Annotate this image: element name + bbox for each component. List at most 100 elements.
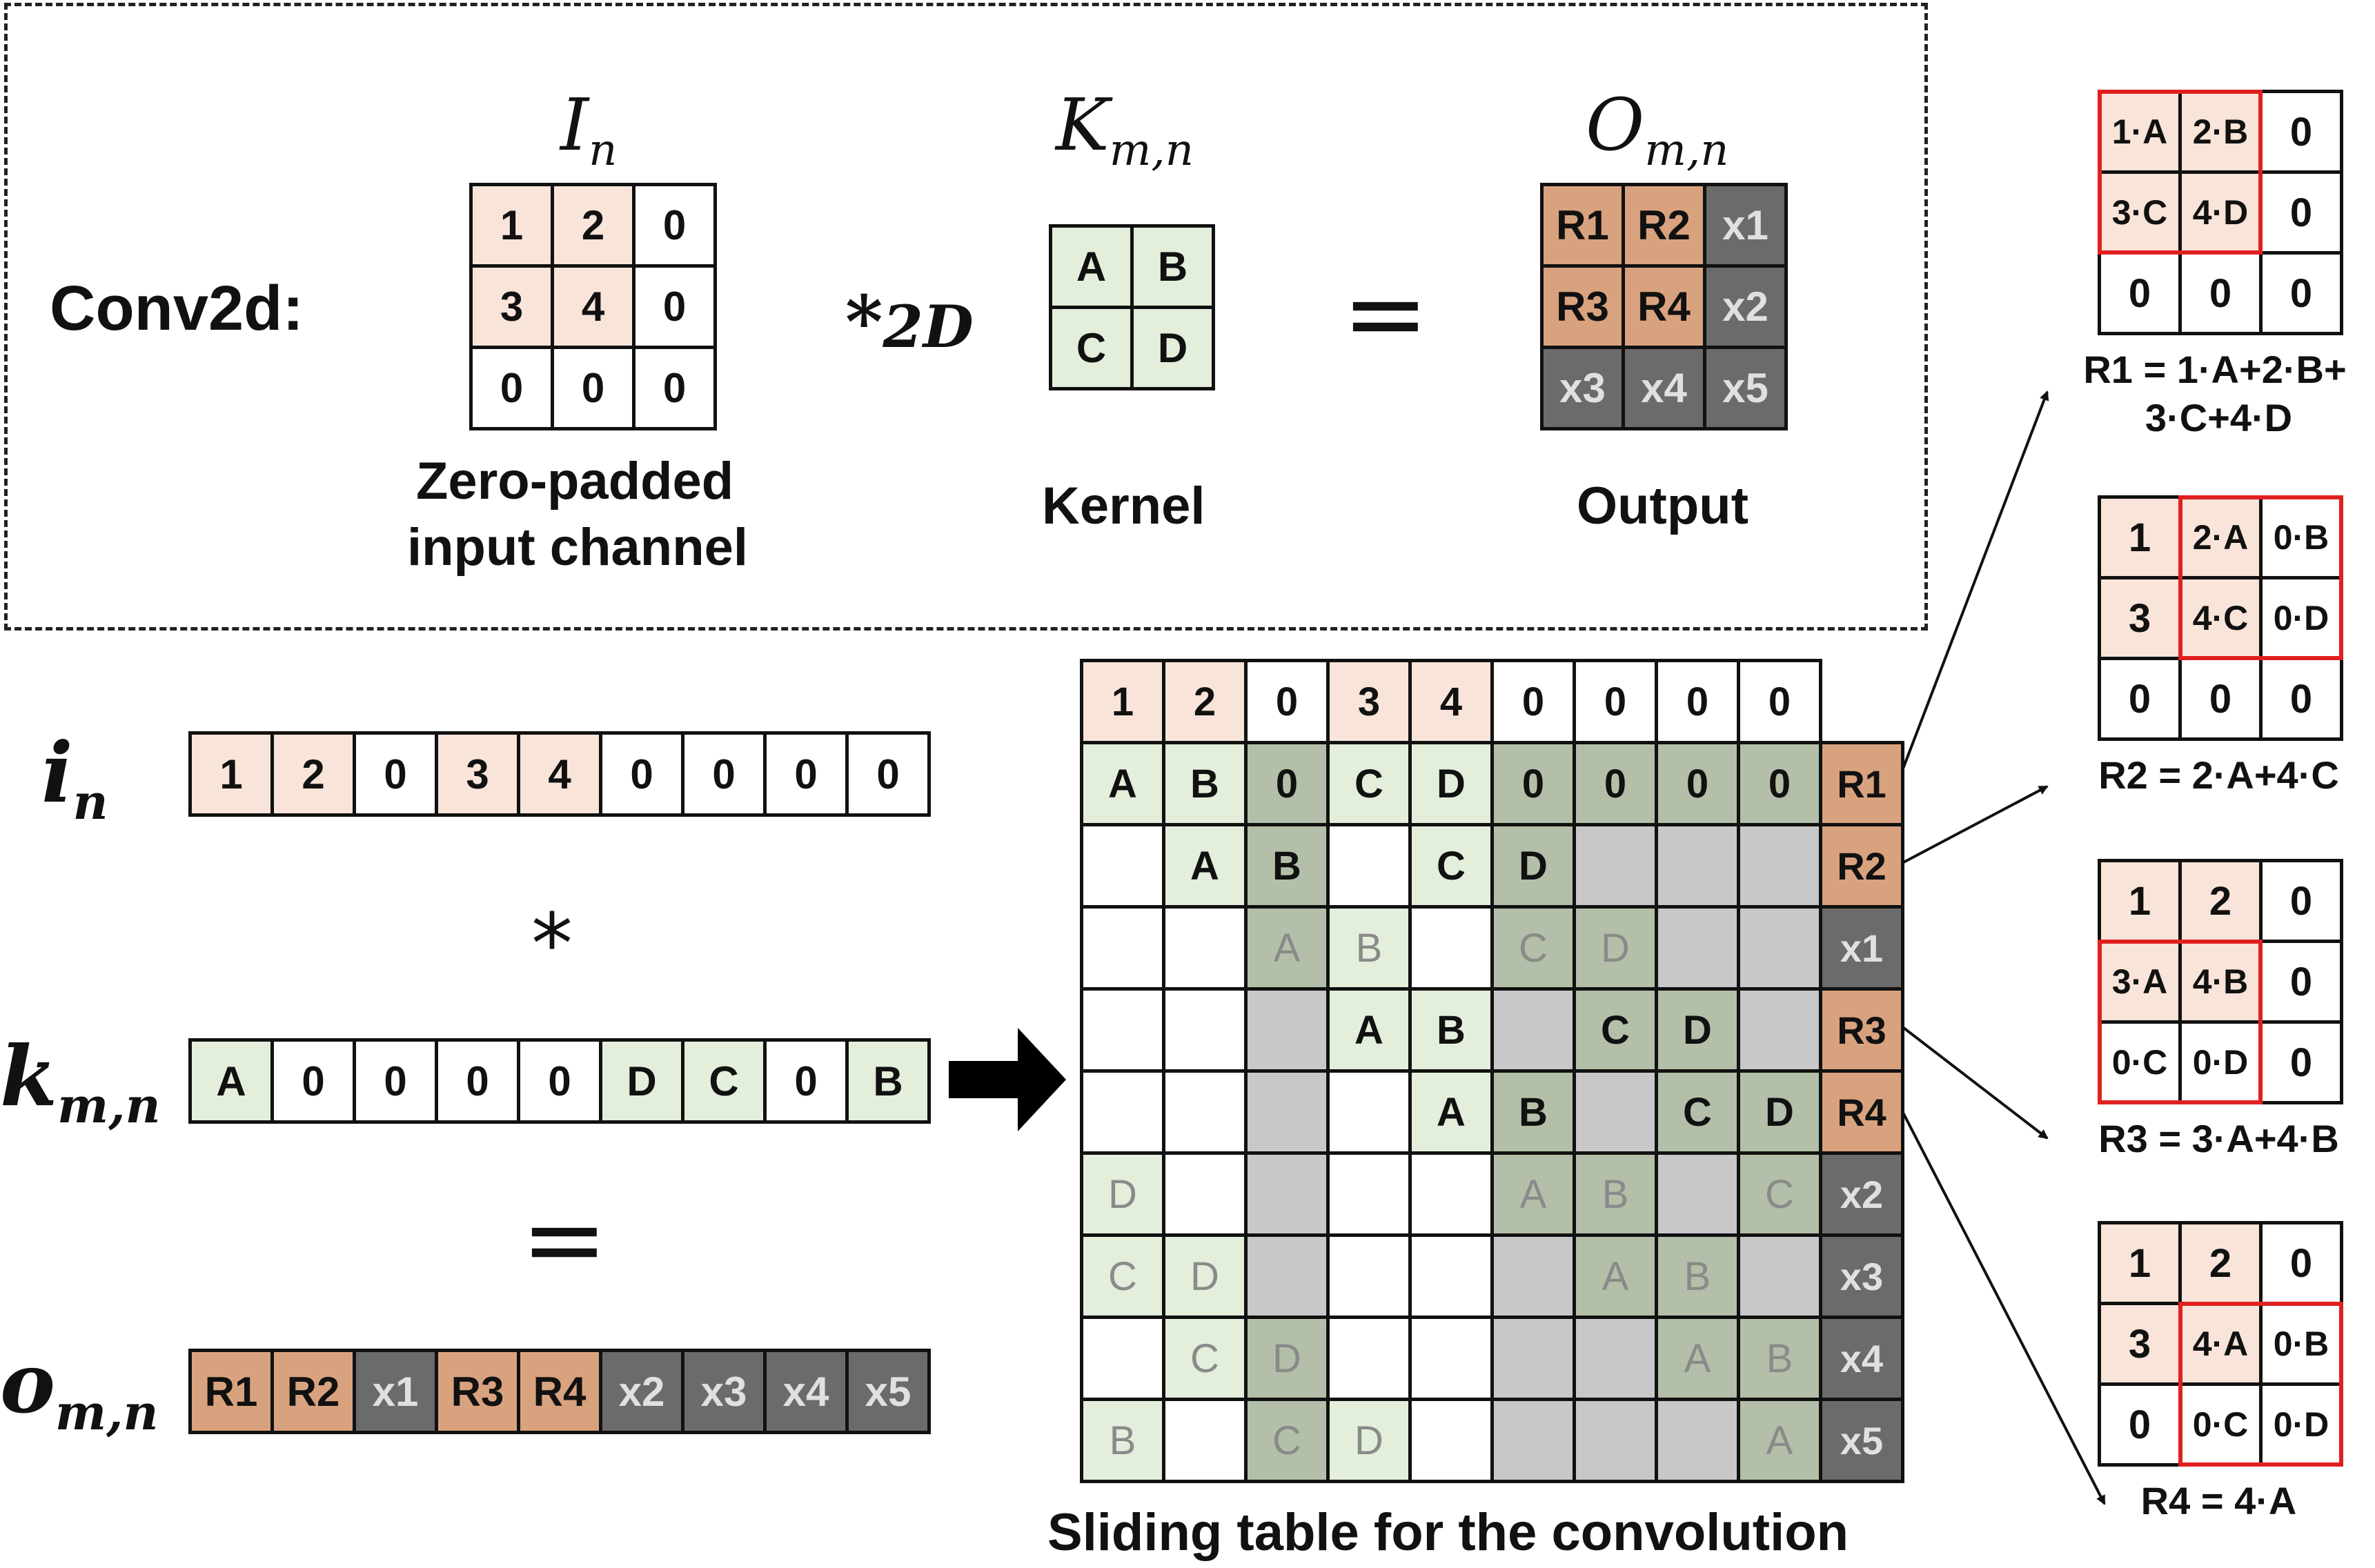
table-cell: D bbox=[1408, 741, 1494, 826]
table-cell bbox=[1080, 1316, 1165, 1401]
i-vector-cell: 0 bbox=[845, 731, 931, 817]
table-cell: C bbox=[1490, 905, 1576, 991]
table-cell: B bbox=[1490, 1069, 1576, 1155]
detail-matrix-cell: 2 bbox=[2178, 859, 2263, 943]
detail-matrix-cell: 0 bbox=[2098, 1382, 2182, 1467]
sliding-table-caption: Sliding table for the convolution bbox=[1047, 1503, 1849, 1562]
detail-matrix-cell: 0 bbox=[2259, 251, 2343, 335]
detail-matrix-cell: 0 bbox=[2259, 1020, 2343, 1104]
table-cell: 0 bbox=[1655, 741, 1740, 826]
table-cell: D bbox=[1737, 1069, 1822, 1155]
table-row-label: x4 bbox=[1819, 1316, 1904, 1401]
detail-matrix-cell: 0 bbox=[2259, 940, 2343, 1024]
table-cell bbox=[1408, 1233, 1494, 1319]
kernel-window-highlight bbox=[2098, 940, 2263, 1104]
arrow-r1 bbox=[1900, 390, 2049, 775]
table-row-label: x5 bbox=[1819, 1398, 1904, 1483]
table-cell bbox=[1490, 1233, 1576, 1319]
k-vector-cell: 0 bbox=[517, 1038, 602, 1124]
detail-matrix-cell: 0·D bbox=[2178, 1020, 2263, 1104]
table-cell: D bbox=[1244, 1316, 1330, 1401]
table-cell bbox=[1162, 1069, 1248, 1155]
o-vector-label: om,n bbox=[0, 1335, 159, 1441]
output-symbol: Om,n bbox=[1586, 83, 1729, 176]
k-vector-cell: C bbox=[681, 1038, 767, 1124]
table-cell bbox=[1326, 1151, 1412, 1237]
detail-matrix-cell: 0·D bbox=[2259, 1382, 2343, 1467]
table-header-cell: 3 bbox=[1326, 659, 1412, 744]
table-cell: D bbox=[1162, 1233, 1248, 1319]
table-cell bbox=[1573, 1069, 1658, 1155]
table-cell: D bbox=[1080, 1151, 1165, 1237]
detail-matrix-cell: 0 bbox=[2178, 251, 2263, 335]
table-cell bbox=[1080, 823, 1165, 909]
table-cell bbox=[1490, 987, 1576, 1073]
table-cell: 0 bbox=[1573, 741, 1658, 826]
table-cell bbox=[1244, 987, 1330, 1073]
conv2d-panel bbox=[4, 3, 1928, 631]
detail-matrix-cell: 0 bbox=[2259, 859, 2343, 943]
detail-matrix-cell: 0 bbox=[2259, 1221, 2343, 1305]
table-cell: A bbox=[1408, 1069, 1494, 1155]
detail-equation: 3·C+4·D bbox=[2145, 396, 2293, 439]
table-cell: B bbox=[1080, 1398, 1165, 1483]
table-cell bbox=[1737, 905, 1822, 991]
table-header-cell: 0 bbox=[1655, 659, 1740, 744]
i-vector-cell: 0 bbox=[353, 731, 438, 817]
input-matrix-cell: 2 bbox=[551, 183, 635, 268]
table-cell: B bbox=[1573, 1151, 1658, 1237]
table-header-cell: 1 bbox=[1080, 659, 1165, 744]
table-cell bbox=[1326, 823, 1412, 909]
table-cell bbox=[1080, 987, 1165, 1073]
table-cell: B bbox=[1162, 741, 1248, 826]
table-cell: 0 bbox=[1244, 741, 1330, 826]
k-vector-label: km,n bbox=[0, 1028, 161, 1134]
table-cell: A bbox=[1573, 1233, 1658, 1319]
table-cell bbox=[1655, 1398, 1740, 1483]
table-cell: B bbox=[1737, 1316, 1822, 1401]
input-matrix-cell: 0 bbox=[551, 346, 635, 430]
table-cell: C bbox=[1408, 823, 1494, 909]
detail-equation: R1 = 1·A+2·B+ bbox=[2083, 348, 2347, 391]
table-cell bbox=[1162, 905, 1248, 991]
table-cell bbox=[1573, 1316, 1658, 1401]
detail-matrix-cell: 0 bbox=[2259, 170, 2343, 255]
table-header-cell: 0 bbox=[1244, 659, 1330, 744]
table-row-label: R3 bbox=[1819, 987, 1904, 1073]
table-row-label: x3 bbox=[1819, 1233, 1904, 1319]
table-cell: A bbox=[1162, 823, 1248, 909]
o-vector-cell: x1 bbox=[353, 1349, 438, 1434]
vector-conv-operator: * bbox=[531, 897, 573, 993]
conv2d-operator: *2D bbox=[845, 279, 974, 364]
detail-equation: R2 = 2·A+4·C bbox=[2098, 753, 2339, 797]
table-cell: B bbox=[1244, 823, 1330, 909]
i-vector-cell: 1 bbox=[188, 731, 274, 817]
table-cell: A bbox=[1326, 987, 1412, 1073]
table-cell: D bbox=[1655, 987, 1740, 1073]
table-cell bbox=[1737, 823, 1822, 909]
detail-matrix-cell: 0 bbox=[2259, 657, 2343, 741]
table-cell: C bbox=[1244, 1398, 1330, 1483]
table-header-cell: 2 bbox=[1162, 659, 1248, 744]
input-matrix-cell: 4 bbox=[551, 264, 635, 349]
table-cell: D bbox=[1573, 905, 1658, 991]
output-matrix-cell: x3 bbox=[1540, 346, 1625, 430]
detail-matrix-cell: 1 bbox=[2098, 1221, 2182, 1305]
input-matrix-cell: 3 bbox=[469, 264, 554, 349]
table-cell: 0 bbox=[1490, 741, 1576, 826]
table-cell: C bbox=[1655, 1069, 1740, 1155]
output-matrix-cell: x1 bbox=[1703, 183, 1788, 268]
kernel-symbol: Km,n bbox=[1056, 83, 1194, 176]
table-cell bbox=[1162, 987, 1248, 1073]
table-cell bbox=[1080, 905, 1165, 991]
table-cell: D bbox=[1490, 823, 1576, 909]
table-cell bbox=[1162, 1398, 1248, 1483]
kernel-matrix-cell: C bbox=[1049, 306, 1134, 390]
table-row-label: x2 bbox=[1819, 1151, 1904, 1237]
output-matrix-cell: x2 bbox=[1703, 264, 1788, 349]
output-caption: Output bbox=[1577, 477, 1749, 535]
detail-matrix-cell: 3·C bbox=[2098, 170, 2182, 255]
o-vector-cell: R2 bbox=[270, 1349, 356, 1434]
table-cell: 0 bbox=[1737, 741, 1822, 826]
